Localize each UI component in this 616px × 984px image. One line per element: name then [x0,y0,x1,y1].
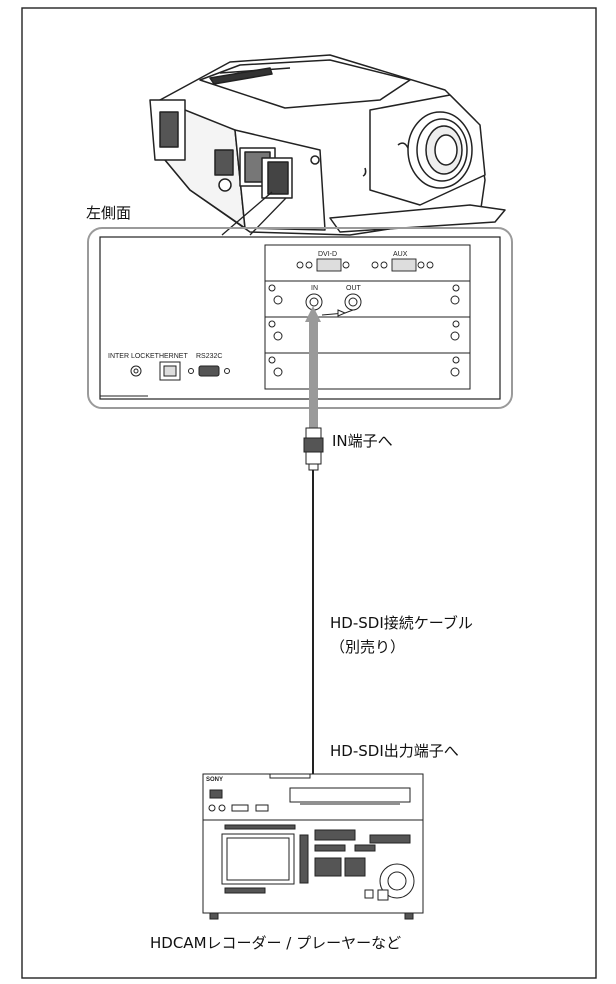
cable-label-line2: （別売り） [330,638,406,656]
output-terminal-label: HD-SDI出力端子へ [330,742,459,760]
aux-label: AUX [393,251,408,258]
cable-into-panel [305,306,321,430]
side-panel-detail: DVI-D AUX IN OUT INTER LOCK ETHERNET RS2… [87,227,513,409]
rs232c-label: RS232C [196,353,222,360]
brand-label: SONY [206,777,223,783]
recorder-label: HDCAMレコーダー / プレーヤーなど [150,934,402,952]
in-port-label: IN [311,285,318,292]
projector-illustration [149,54,506,236]
cable-label-line1: HD-SDI接続ケーブル [330,614,473,632]
dvi-label: DVI-D [318,251,337,258]
out-port-label: OUT [346,285,362,292]
interlock-label: INTER LOCK [108,353,150,360]
side-panel-label: 左側面 [86,204,132,222]
bnc-connector [303,427,324,471]
ethernet-label: ETHERNET [150,353,188,360]
in-terminal-label: IN端子へ [332,432,393,450]
hdcam-recorder [202,773,424,920]
page-border [21,7,597,979]
